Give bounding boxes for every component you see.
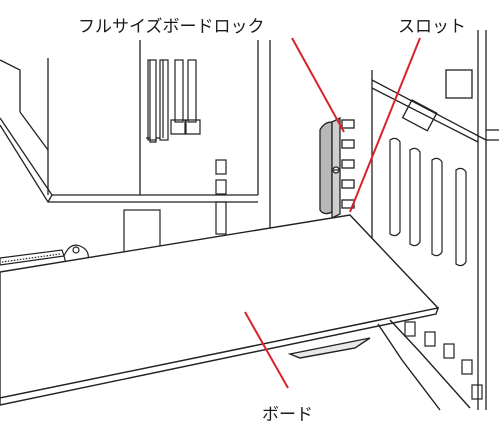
memory-slots [146, 59, 201, 143]
chassis-upper-bay [0, 40, 271, 240]
label-slot: スロット [398, 17, 466, 37]
label-board: ボード [262, 405, 313, 425]
leader-line-slot [349, 37, 421, 213]
expansion-slot-covers [389, 137, 483, 400]
leader-line-board-lock [291, 37, 345, 133]
leader-lines [244, 37, 421, 389]
expansion-board [0, 214, 471, 411]
full-size-board-lock [319, 116, 355, 220]
leader-line-board [244, 311, 289, 389]
label-full-size-board-lock: フルサイズボードロック [78, 17, 265, 37]
case-rear-frame [371, 30, 499, 410]
